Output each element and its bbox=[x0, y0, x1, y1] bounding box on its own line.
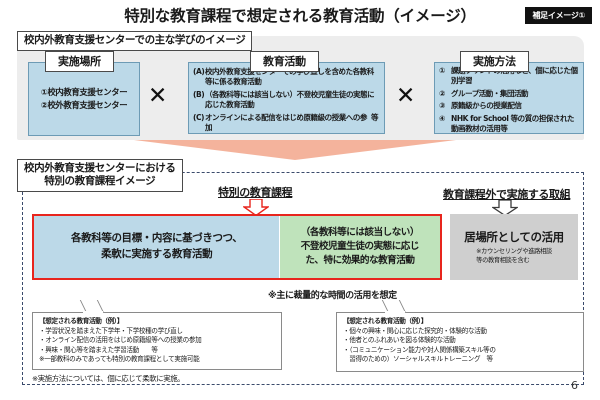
place-item-1: ①校内教育支援センター bbox=[40, 86, 128, 97]
place-use-note-1: ※カウンセリングや進路相談 bbox=[476, 248, 552, 256]
box-subject-based-activities: 各教科等の目標・内容に基づきつつ、 柔軟に実施する教育活動 bbox=[34, 216, 280, 278]
page-number: 6 bbox=[571, 379, 578, 392]
place-use-title: 居場所としての活用 bbox=[464, 230, 564, 245]
callout-right-tail-cover bbox=[385, 311, 405, 314]
box-place-utilization: 居場所としての活用 ※カウンセリングや進路相談 等の教育相談を含む bbox=[450, 214, 578, 280]
callout-right-heading: 【想定される教育活動（例）】 bbox=[343, 317, 428, 325]
column-heading-place: 実施場所 bbox=[45, 51, 114, 72]
down-arrow-black-icon bbox=[492, 200, 518, 216]
activity-marker-b: (B) bbox=[193, 90, 205, 99]
section2-panel bbox=[22, 172, 584, 385]
activity-text-b: （各教科等には該当しない）不登校児童生徒の実態に応じた教育活動 bbox=[205, 90, 375, 109]
method-item-4: ④ NHK for School 等の質の担保された動画教材の活用等 bbox=[439, 114, 579, 134]
box-activity: (A) 校内外教育支援センターでの学び直しを含めた各教科等に係る教育活動 (B)… bbox=[188, 62, 385, 134]
place-use-note-2: 等の教育相談を含む bbox=[476, 256, 530, 264]
section1-label: 校内外教育支援センターでの主な学びのイメージ bbox=[17, 31, 253, 52]
callout-left-tail-cover bbox=[83, 311, 103, 314]
callout-right-line-1: ・個々の興味・関心に応じた探究的・体験的な活動 bbox=[343, 326, 487, 335]
box-place: ①校内教育支援センター ②校外教育支援センター bbox=[28, 62, 140, 136]
implementation-method-note: ※実施方法については、個に応じて柔軟に実施。 bbox=[32, 374, 185, 383]
nonsubjects-line-1: （各教科等には該当しない） bbox=[300, 227, 420, 239]
callout-left-heading: 【想定される教育活動（例）】 bbox=[39, 317, 124, 325]
method-marker-3: ③ bbox=[439, 101, 445, 111]
activity-tail-c: 等 bbox=[370, 113, 379, 122]
status-badge: 補足イメージ① bbox=[525, 7, 592, 24]
callout-right: 【想定される教育活動（例）】 ・個々の興味・関心に応じた探究的・体験的な活動 ・… bbox=[336, 312, 584, 372]
callout-left-line-4: ※一部教科のみであっても特別の教育課程として実施可能 bbox=[39, 355, 200, 364]
callout-right-line-2: ・他者とのふれあいを図る体験的な活動 bbox=[343, 336, 456, 345]
activity-text-c: オンラインによる配信をはじめ原籍級の授業への参加 bbox=[205, 113, 367, 132]
section2-label-line2: 特別の教育課程イメージ bbox=[44, 175, 156, 188]
discretionary-time-note: ※主に裁量的な時間の活用を想定 bbox=[268, 291, 397, 301]
activity-marker-c: (C) bbox=[193, 113, 205, 122]
box-method: ① 課題プリントの活用など、個に応じた個別学習 ② グループ活動・集団活動 ③ … bbox=[434, 62, 584, 134]
activity-marker-a: (A) bbox=[193, 67, 205, 76]
method-marker-1: ① bbox=[439, 66, 445, 75]
column-heading-method: 実施方法 bbox=[460, 51, 529, 72]
group-label-curriculum: 特別の教育課程 bbox=[218, 186, 293, 199]
section2-label-line1: 校内外教育支援センターにおける bbox=[24, 162, 176, 174]
callout-right-line-4: 習得のための）ソーシャルスキルトレーニング 等 bbox=[343, 355, 493, 364]
place-item-2: ②校外教育支援センター bbox=[40, 100, 128, 110]
method-marker-2: ② bbox=[439, 88, 445, 98]
nonsubjects-line-2: 不登校児童生徒の実態に応じ bbox=[300, 241, 420, 253]
group-label-extracurricular: 教育課程外で実施する取組 bbox=[443, 188, 571, 201]
method-item-2: ② グループ活動・集団活動 bbox=[439, 89, 579, 99]
subjects-line-1: 各教科等の目標・内容に基づきつつ、 bbox=[71, 232, 243, 245]
subjects-line-2: 柔軟に実施する教育活動 bbox=[101, 247, 213, 260]
page-title: 特別な教育課程で想定される教育活動（イメージ） bbox=[124, 7, 476, 25]
down-chevron-connector-icon bbox=[134, 140, 456, 160]
activity-item-b: (B) （各教科等には該当しない）不登校児童生徒の実態に応じた教育活動 bbox=[193, 90, 380, 110]
callout-left-line-1: ・学習状況を踏まえた下学年・下学校種の学び直し bbox=[39, 326, 183, 335]
multiply-icon-2: ✕ bbox=[396, 83, 416, 109]
callout-left-line-3: ・興味・関心等を踏まえた学習活動 等 bbox=[39, 345, 158, 354]
callout-left: 【想定される教育活動（例）】 ・学習状況を踏まえた下学年・下学校種の学び直し ・… bbox=[32, 312, 282, 370]
callout-right-line-3: ・（コミュニケーション能力や対人関係構築スキル等の bbox=[343, 345, 496, 354]
method-text-4: NHK for School 等の質の担保された動画教材の活用等 bbox=[451, 114, 575, 133]
nonsubjects-line-3: た、特に効果的な教育活動 bbox=[305, 254, 415, 266]
down-arrow-red-icon bbox=[243, 199, 269, 216]
box-non-subject-activities: （各教科等には該当しない） 不登校児童生徒の実態に応じ た、特に効果的な教育活動 bbox=[280, 216, 440, 278]
method-text-3: 原籍級からの授業配信 bbox=[451, 101, 522, 111]
method-item-3: ③ 原籍級からの授業配信 bbox=[439, 101, 579, 111]
method-marker-4: ④ bbox=[439, 114, 445, 123]
multiply-icon: ✕ bbox=[148, 83, 168, 109]
section2-label: 校内外教育支援センターにおける 特別の教育課程イメージ bbox=[17, 159, 183, 193]
activity-item-c: (C) 等 オンラインによる配信をはじめ原籍級の授業への参加 bbox=[193, 113, 380, 133]
method-text-2: グループ活動・集団活動 bbox=[451, 88, 529, 98]
callout-left-line-2: ・オンライン配信の活用をはじめ原籍級等への授業の参加 bbox=[39, 336, 202, 345]
column-heading-activity: 教育活動 bbox=[250, 51, 319, 72]
